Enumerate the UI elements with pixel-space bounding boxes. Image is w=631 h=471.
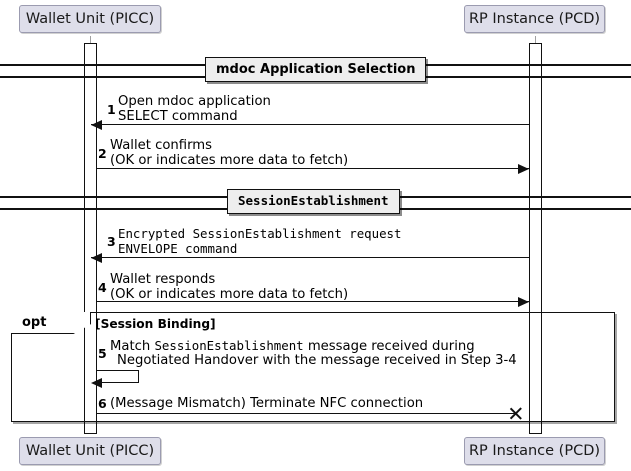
participant-pcd-top-label: RP Instance (PCD) bbox=[468, 10, 601, 27]
activation-pcd bbox=[529, 43, 542, 434]
opt-fragment-condition: [Session Binding] bbox=[95, 317, 216, 331]
message-6-termination-x-icon bbox=[508, 406, 523, 421]
message-2-number: 2 bbox=[98, 146, 107, 161]
message-5-text-mono: SessionEstablishment bbox=[154, 338, 304, 353]
message-5-text-line1: Match SessionEstablishment message recei… bbox=[110, 338, 475, 354]
participant-pcd-top[interactable]: RP Instance (PCD) bbox=[464, 5, 605, 33]
opt-fragment-operator: opt bbox=[22, 315, 47, 330]
message-3-arrowhead bbox=[91, 253, 102, 263]
divider-2-label: SessionEstablishment bbox=[238, 193, 389, 209]
message-2-text-line2: (OK or indicates more data to fetch) bbox=[110, 153, 349, 168]
message-3-text-line1: Encrypted SessionEstablishment request bbox=[118, 226, 401, 242]
message-5-arrowhead bbox=[91, 378, 102, 388]
message-2-text-line1: Wallet confirms bbox=[110, 138, 212, 153]
message-5-text-prefix: Match bbox=[110, 339, 155, 354]
message-2-line bbox=[96, 168, 529, 170]
participant-picc-bottom-label: Wallet Unit (PICC) bbox=[25, 442, 155, 459]
activation-picc bbox=[84, 43, 97, 434]
message-4-text-line1: Wallet responds bbox=[110, 272, 216, 287]
message-4-line bbox=[96, 301, 529, 303]
message-3-line bbox=[91, 257, 529, 259]
message-5-selfloop bbox=[96, 370, 139, 383]
message-1-number: 1 bbox=[107, 102, 116, 117]
divider-1-box: mdoc Application Selection bbox=[205, 57, 427, 82]
message-2-arrowhead bbox=[518, 164, 529, 174]
message-4-number: 4 bbox=[98, 280, 107, 295]
message-1-text-line2: SELECT command bbox=[118, 109, 238, 124]
participant-picc-bottom[interactable]: Wallet Unit (PICC) bbox=[19, 437, 161, 465]
message-3-text-line2-mono: ENVELOPE command bbox=[118, 241, 238, 256]
message-5-text-line2: Negotiated Handover with the message rec… bbox=[117, 353, 517, 368]
message-6-line bbox=[96, 413, 517, 415]
message-5-text-suffix: message received during bbox=[303, 339, 475, 354]
opt-fragment-tab[interactable]: opt bbox=[11, 312, 91, 334]
message-1-arrowhead bbox=[91, 120, 102, 130]
message-3-text-mono: Encrypted SessionEstablishment request bbox=[118, 226, 402, 241]
participant-pcd-bottom[interactable]: RP Instance (PCD) bbox=[464, 437, 605, 465]
message-3-number: 3 bbox=[107, 234, 116, 249]
message-4-text-line2: (OK or indicates more data to fetch) bbox=[110, 287, 349, 302]
message-5-number: 5 bbox=[98, 346, 107, 361]
message-6-number: 6 bbox=[98, 396, 107, 411]
participant-picc-top[interactable]: Wallet Unit (PICC) bbox=[19, 5, 161, 33]
message-1-line bbox=[91, 124, 529, 126]
participant-picc-top-label: Wallet Unit (PICC) bbox=[25, 10, 155, 27]
opt-fragment-frame bbox=[11, 312, 615, 422]
message-1-text-line1: Open mdoc application bbox=[118, 94, 271, 109]
divider-2-box: SessionEstablishment bbox=[227, 189, 400, 214]
message-3-text-line2: ENVELOPE command bbox=[118, 241, 237, 257]
participant-pcd-bottom-label: RP Instance (PCD) bbox=[468, 442, 601, 459]
message-4-arrowhead bbox=[518, 297, 529, 307]
message-6-text-line1: (Message Mismatch) Terminate NFC connect… bbox=[110, 396, 424, 411]
divider-1-label: mdoc Application Selection bbox=[216, 62, 416, 77]
